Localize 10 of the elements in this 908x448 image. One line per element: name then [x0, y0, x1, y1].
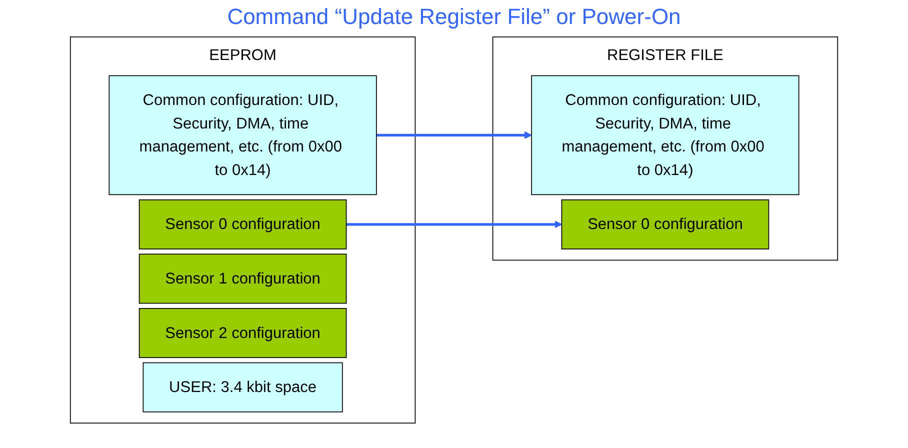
node-box: Sensor 0 configuration [561, 199, 770, 250]
arrow [346, 220, 562, 228]
node-box: Common configuration: UID, Security, DMA, time management, etc. (from 0x00 to 0x14) [108, 75, 377, 196]
node-box: Sensor 1 configuration [138, 254, 347, 304]
node-box: Sensor 0 configuration [138, 199, 347, 250]
node-box: Common configuration: UID, Security, DMA, time management, etc. (from 0x00 to 0x14) [531, 75, 800, 196]
arrow [376, 131, 532, 139]
title-text: Command “Update Register File” or Power-On [226, 4, 682, 30]
node-box: Sensor 2 configuration [138, 308, 347, 358]
node-box: USER: 3.4 kbit space [142, 362, 343, 412]
